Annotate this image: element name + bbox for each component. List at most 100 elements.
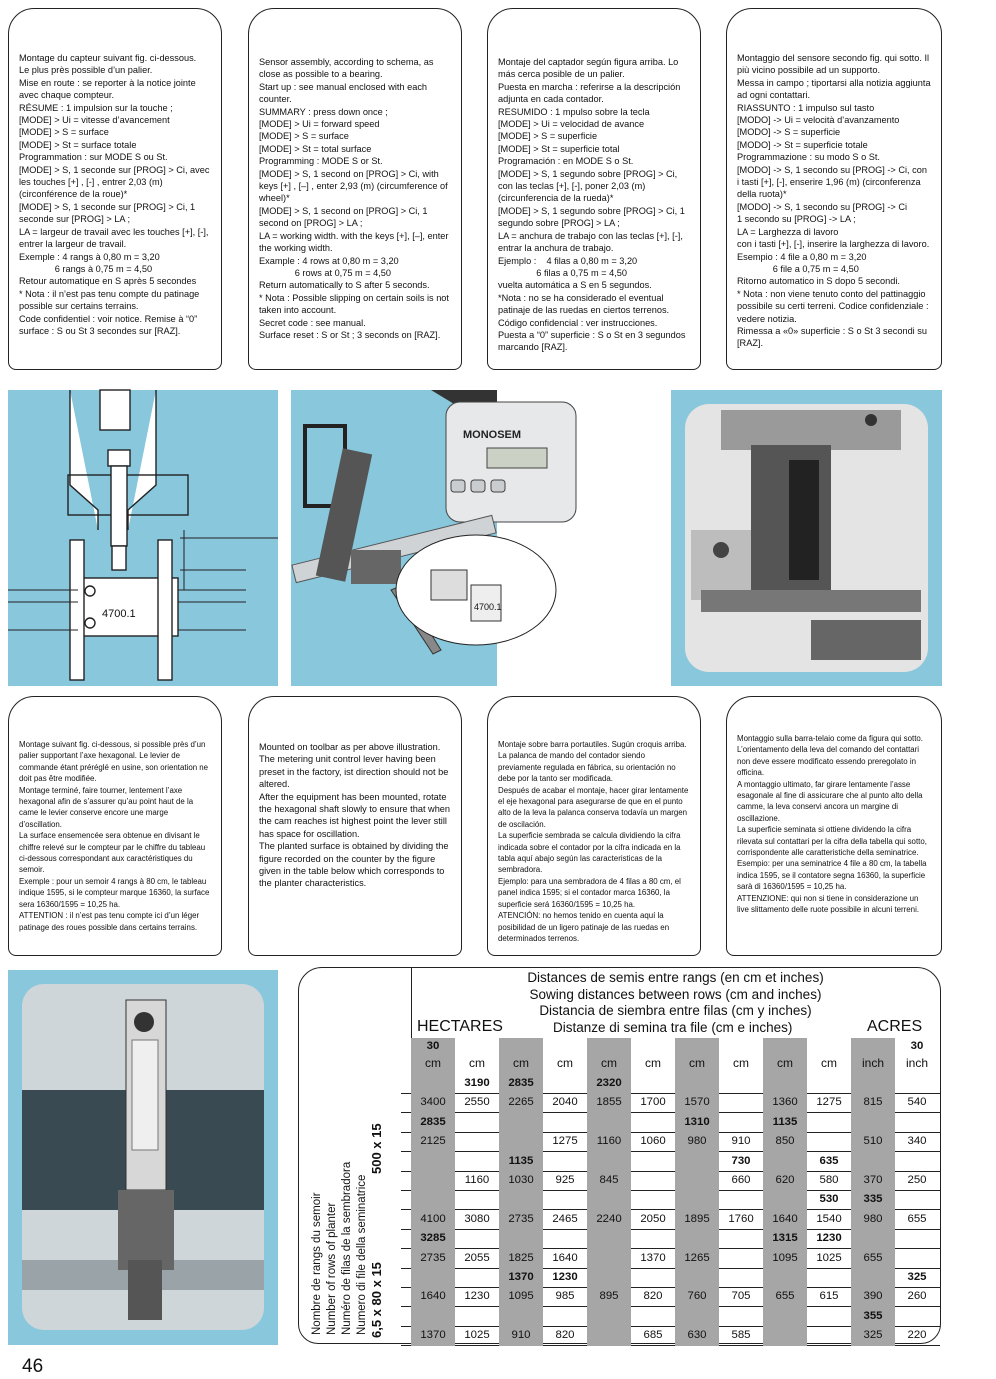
table-cell: 1760 xyxy=(728,1212,754,1225)
row-separator xyxy=(401,1306,940,1308)
table-cell xyxy=(499,1132,543,1152)
row-separator xyxy=(401,1189,940,1191)
table-cell: 260 xyxy=(907,1290,927,1303)
table-cell xyxy=(675,1171,719,1191)
table-cell: 1370 xyxy=(499,1268,543,1288)
table-cell: 630 xyxy=(675,1326,719,1346)
table-cell: 2735 xyxy=(499,1209,543,1230)
table-cell: 2465 xyxy=(552,1212,578,1225)
card-text: Mounted on toolbar as per above illustra… xyxy=(259,742,451,889)
table-cell xyxy=(587,1112,631,1133)
table-cell: 2550 xyxy=(464,1096,490,1109)
table-cell: 220 xyxy=(907,1329,927,1342)
table-cell xyxy=(411,1151,455,1171)
table-cell: 1095 xyxy=(499,1287,543,1307)
table-cell: 2240 xyxy=(587,1209,631,1230)
table-cell: 340 xyxy=(907,1135,927,1148)
table-cell: 2040 xyxy=(552,1096,578,1109)
table-cell: 760 xyxy=(675,1287,719,1307)
table-cell xyxy=(719,1229,763,1248)
column-top-header xyxy=(807,1038,851,1056)
table-cell xyxy=(895,1307,939,1326)
table-cell: 2265 xyxy=(499,1093,543,1113)
table-cell xyxy=(455,1190,499,1209)
table-cell: 1265 xyxy=(675,1248,719,1268)
table-cell xyxy=(719,1307,763,1326)
table-cell: 910 xyxy=(499,1326,543,1346)
card-text: Montaggio del sensore secondo fig. qui s… xyxy=(737,53,931,349)
counter-photo xyxy=(8,970,278,1345)
table-cell xyxy=(499,1306,543,1327)
table-cell xyxy=(631,1307,675,1326)
table-cell: 2835 xyxy=(411,1112,455,1133)
table-cell: 730 xyxy=(731,1154,751,1167)
column-unit-header: inch xyxy=(851,1056,895,1074)
table-cell xyxy=(807,1132,851,1151)
table-cell: 1160 xyxy=(464,1174,490,1186)
column-top-header xyxy=(455,1038,499,1056)
table-cell xyxy=(411,1268,455,1288)
table-cell: 1360 xyxy=(763,1093,807,1113)
table-cell: 1230 xyxy=(464,1290,490,1303)
table-cell xyxy=(631,1190,675,1209)
table-cell xyxy=(411,1171,455,1191)
table-cell: 845 xyxy=(587,1171,631,1191)
column-top-header xyxy=(719,1038,763,1056)
column-top-header xyxy=(499,1038,543,1056)
header-es: Distancia de siembra entre filas (cm y i… xyxy=(539,1003,812,1018)
table-cell xyxy=(719,1093,763,1112)
table-cell xyxy=(543,1190,587,1209)
table-cell: 4100 xyxy=(411,1209,455,1230)
table-cell xyxy=(631,1171,675,1190)
column-unit-header: cm xyxy=(469,1056,485,1070)
header-en: Sowing distances between rows (cm and in… xyxy=(529,987,822,1002)
table-cell xyxy=(455,1268,499,1287)
table-cell: 1230 xyxy=(552,1271,578,1283)
table-cell xyxy=(587,1306,631,1327)
table-cell xyxy=(631,1074,675,1093)
row-separator xyxy=(401,1112,940,1114)
table-cell: 3190 xyxy=(464,1077,490,1089)
table-cell: 1310 xyxy=(675,1112,719,1133)
table-cell: 685 xyxy=(643,1329,663,1342)
table-cell xyxy=(543,1229,587,1248)
table-cell xyxy=(543,1074,587,1093)
table-cell: 540 xyxy=(907,1096,927,1109)
mount-card-fr: Montage suivant fig. ci-dessous, si poss… xyxy=(8,696,222,956)
column-unit-header: cm xyxy=(557,1056,573,1070)
card-text: Montage suivant fig. ci-dessous, si poss… xyxy=(19,740,210,932)
row-separator xyxy=(401,1170,940,1172)
table-cell: 1275 xyxy=(552,1135,578,1148)
table-cell xyxy=(763,1190,807,1210)
table-cell: 3080 xyxy=(464,1212,490,1225)
table-cell: 1160 xyxy=(587,1132,631,1152)
table-cell: 1540 xyxy=(816,1212,842,1225)
text-card-fr: Montage du capteur suivant fig. ci-desso… xyxy=(8,8,222,370)
card-text: Montaje del captador según figura arriba… xyxy=(498,57,686,353)
table-cell: 1570 xyxy=(675,1093,719,1113)
table-cell xyxy=(895,1113,939,1132)
row-label-line: Numero di file della seminatrice xyxy=(356,1174,368,1335)
card-text: Montaggio sulla barra-telaio come da fig… xyxy=(737,734,927,915)
table-cell xyxy=(543,1152,587,1171)
table-cell: 2055 xyxy=(464,1251,490,1264)
table-cell xyxy=(675,1074,719,1094)
table-cell: 1640 xyxy=(552,1251,578,1264)
mount-card-it: Montaggio sulla barra-telaio come da fig… xyxy=(726,696,942,956)
row-separator xyxy=(401,1131,940,1133)
table-cell: 1135 xyxy=(499,1151,543,1171)
row-label-line: Numéro de filas de la sembradora xyxy=(341,1161,353,1335)
row-separator xyxy=(401,1151,940,1153)
table-cell xyxy=(763,1268,807,1288)
column-top-header xyxy=(631,1038,675,1056)
table-cell: 985 xyxy=(555,1290,575,1303)
row-separator xyxy=(401,1267,940,1269)
table-cell xyxy=(587,1190,631,1210)
table-cell xyxy=(675,1306,719,1327)
table-cell: 3285 xyxy=(411,1229,455,1249)
table-cell xyxy=(851,1229,895,1249)
table-cell xyxy=(631,1113,675,1132)
column-top-header: 30 xyxy=(411,1038,455,1056)
table-cell xyxy=(763,1074,807,1094)
